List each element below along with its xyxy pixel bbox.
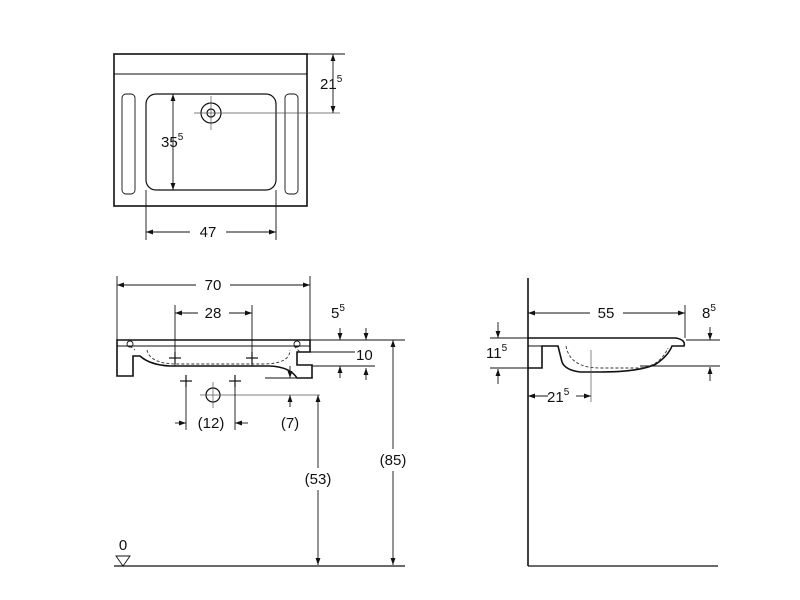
dim-bowl-width-label: 47 (200, 224, 217, 241)
right-grip-slot (284, 93, 299, 195)
bowl-hidden-front-2 (129, 345, 301, 353)
dim-total-height-label: (85) (380, 452, 407, 469)
front-view: 70 28 (114, 276, 413, 567)
dim-total-height-bg (373, 449, 413, 471)
side-view: 55 85 115 215 (486, 278, 720, 567)
top-view: 215 355 47 (113, 53, 345, 241)
bowl-hidden-side (565, 345, 669, 369)
dim-rim-thickness-label: 115 (486, 343, 508, 362)
bowl-hidden-front (146, 349, 291, 365)
overflow-right (293, 340, 301, 348)
dim-waste-height-label: (53) (305, 471, 332, 488)
dim-waste-offset-label: (7) (281, 415, 299, 432)
dim-back-gap-label: 85 (702, 303, 716, 322)
tap-mark-left (169, 352, 181, 364)
floor-level-label: 0 (119, 537, 127, 554)
dim-projection-label: 55 (598, 305, 615, 322)
dim-tap-spacing-label: 28 (205, 305, 222, 322)
left-grip-slot (121, 93, 136, 195)
dim-bowl-height-label: 10 (356, 347, 373, 364)
tap-mark-right (246, 352, 258, 364)
dim-rim-height-label: 55 (331, 303, 345, 322)
dim-depth-label: 215 (320, 74, 343, 93)
bowl-opening-top (145, 93, 277, 191)
dim-side-waste-offset-label: 215 (547, 387, 570, 406)
dim-bowl-depth-label: 355 (161, 132, 184, 151)
overflow-left (126, 340, 134, 348)
basin-outline-top (113, 53, 308, 207)
dim-overall-width-label: 70 (205, 277, 222, 294)
floor-level-marker (115, 555, 131, 567)
basin-body-front (116, 339, 313, 379)
dim-waste-spacing-label: (12) (198, 415, 225, 432)
basin-profile-side (528, 337, 686, 373)
dim-waste-height-bg (298, 468, 338, 490)
